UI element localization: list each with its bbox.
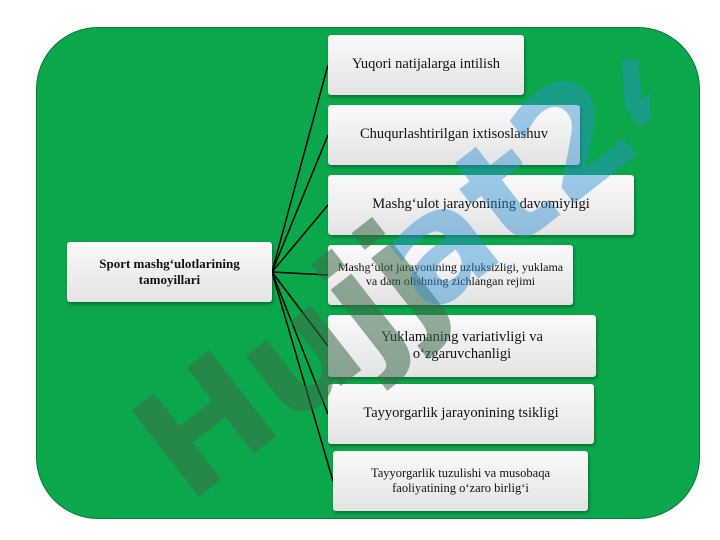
principle-node-6: Tayyorgarlik jarayonining tsikligi bbox=[328, 384, 594, 444]
connector-line-4 bbox=[271, 271, 329, 276]
principle-label-5: Yuklamaning variativligi va o‘zgaruvchan… bbox=[381, 328, 543, 362]
root-node: Sport mashg‘ulotlarining tamoyillari bbox=[67, 242, 272, 302]
connector-line-6 bbox=[271, 271, 329, 415]
principle-label-3: Mashg‘ulot jarayonining davomiyligi bbox=[372, 196, 590, 213]
principle-label-4: Mashg‘ulot jarayonining uzluksizligi, yu… bbox=[337, 260, 564, 288]
connector-line-7 bbox=[271, 271, 334, 482]
principle-node-1: Yuqori natijalarga intilish bbox=[328, 35, 524, 95]
root-node-label: Sport mashg‘ulotlarining tamoyillari bbox=[99, 256, 240, 287]
principle-node-2: Chuqurlashtirilgan ixtisoslashuv bbox=[328, 105, 580, 165]
connector-line-2 bbox=[271, 134, 329, 273]
connector-line-1 bbox=[271, 64, 329, 273]
principle-node-4: Mashg‘ulot jarayonining uzluksizligi, yu… bbox=[328, 245, 573, 305]
principle-label-6: Tayyorgarlik jarayonining tsikligi bbox=[363, 405, 559, 422]
connector-line-5 bbox=[271, 271, 329, 347]
principle-node-7: Tayyorgarlik tuzulishi va musobaqa faoli… bbox=[333, 451, 588, 511]
principle-label-1: Yuqori natijalarga intilish bbox=[352, 56, 500, 73]
principle-label-2: Chuqurlashtirilgan ixtisoslashuv bbox=[359, 126, 549, 143]
connector-line-3 bbox=[271, 204, 329, 273]
principle-node-3: Mashg‘ulot jarayonining davomiyligi bbox=[328, 175, 634, 235]
principle-node-5: Yuklamaning variativligi va o‘zgaruvchan… bbox=[328, 315, 596, 377]
principle-label-7: Tayyorgarlik tuzulishi va musobaqa faoli… bbox=[370, 466, 551, 495]
